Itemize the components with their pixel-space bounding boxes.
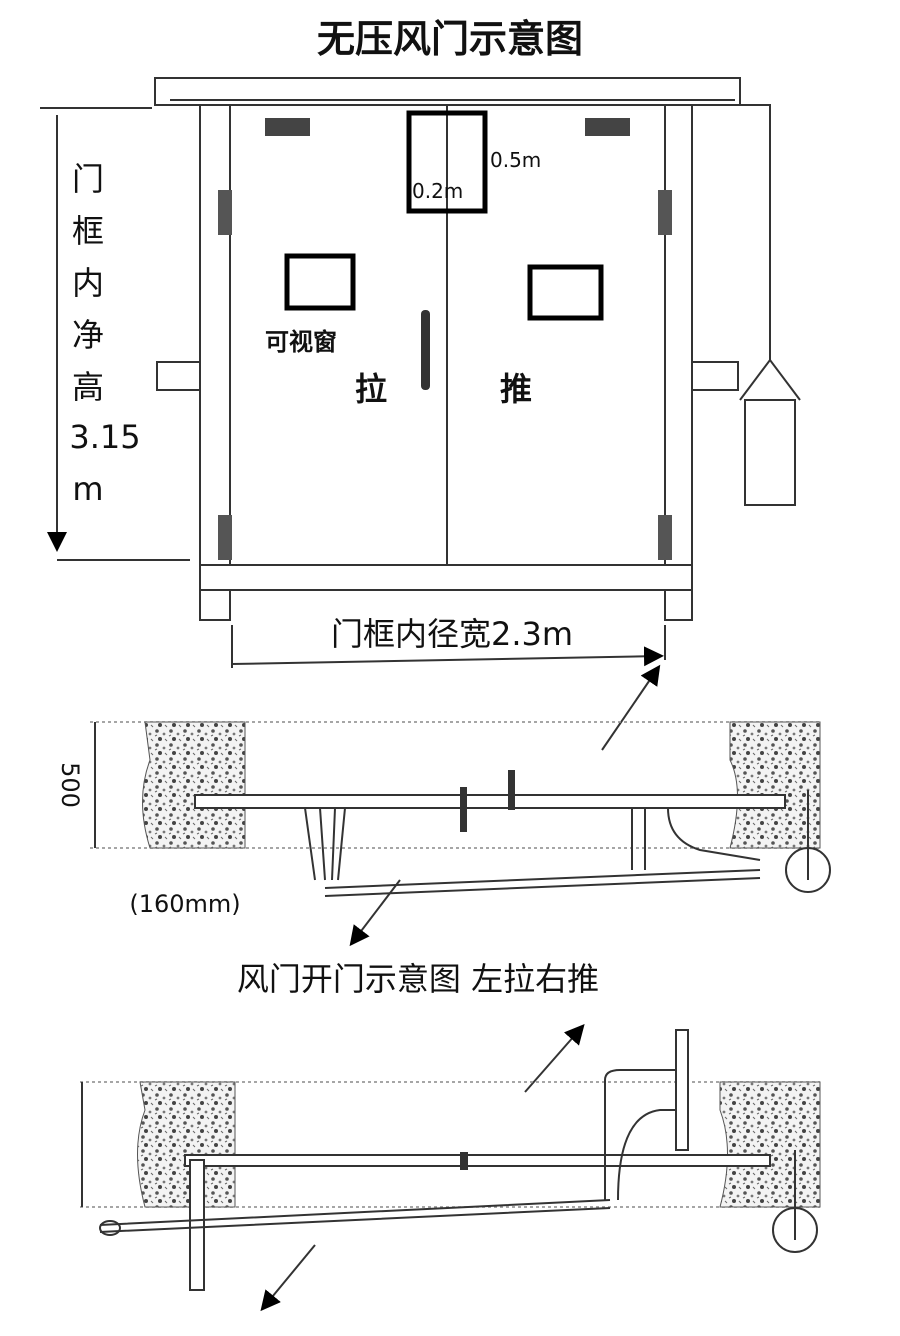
right-lug <box>691 361 739 391</box>
label-text: 推 <box>500 370 532 408</box>
caption: 风门开门示意图 左拉右推 <box>237 960 599 998</box>
arrow-1 <box>601 664 661 751</box>
left-view-window <box>284 253 356 311</box>
label-text: 门框内径宽2.3m <box>331 615 573 653</box>
door-handle <box>421 310 430 390</box>
label-text: 门 <box>72 160 104 198</box>
top-center-box <box>406 110 488 214</box>
label-text: 高 <box>72 368 104 406</box>
bottom-sill <box>199 564 693 591</box>
left-door-closer <box>265 118 310 136</box>
diagram-title: 无压风门示意图 <box>317 17 583 61</box>
arrow-4 <box>260 1244 316 1312</box>
plan-view-open <box>80 1029 821 1291</box>
label-text: 框 <box>72 212 104 250</box>
label-text: 0.2m <box>412 179 463 203</box>
right-door-leaf <box>446 104 666 566</box>
label-text: 净 <box>72 316 104 354</box>
left-door-leaf <box>229 104 448 566</box>
right-door-closer <box>585 118 630 136</box>
arrow-3 <box>524 1023 585 1093</box>
label-text: 内 <box>72 264 104 302</box>
label-text: 可视窗 <box>265 328 337 356</box>
left-lug <box>156 361 201 391</box>
label-text: 3.15 <box>69 418 140 456</box>
label-text: 0.5m <box>490 148 541 172</box>
label-text: m <box>72 470 103 508</box>
arrow-2 <box>349 879 401 947</box>
counterweight <box>744 399 796 506</box>
right-view-window <box>527 264 604 321</box>
front-view: 0.5m 0.2m 可视窗 拉 推 门 框 内 净 高 3.15 m 门框内径宽… <box>40 77 801 668</box>
label-text: 500 <box>56 762 84 808</box>
label-text: 拉 <box>355 370 387 408</box>
label-text: (160mm) <box>129 890 240 918</box>
plan-view-closed: 500 (160mm) <box>56 721 831 918</box>
